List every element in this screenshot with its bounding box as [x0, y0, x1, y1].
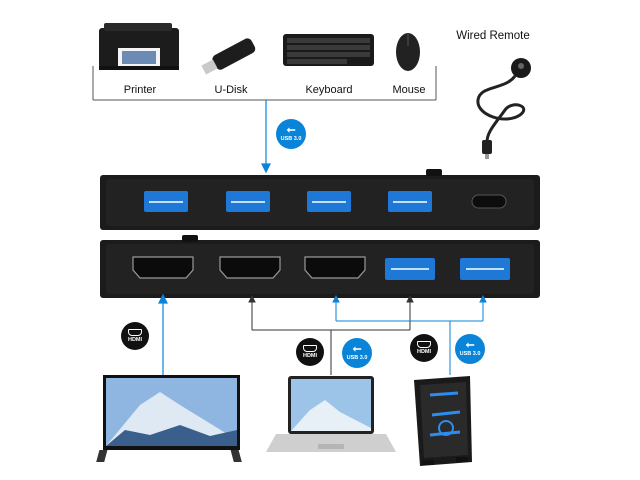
- tv-icon: [96, 375, 242, 462]
- usb-trident-icon: ⭠: [352, 343, 362, 355]
- udisk-label: U-Disk: [214, 84, 248, 96]
- usb3-badge: ⭠ USB 3.0: [342, 338, 372, 368]
- hdmi-port: [304, 256, 366, 279]
- peripheral-bracket: [92, 66, 437, 101]
- tv-link: [158, 293, 168, 375]
- switch-bottom-panel: [100, 235, 540, 298]
- usb3-badge: ⭠ USB 3.0: [455, 334, 485, 364]
- usb-trident-icon: ⭠: [465, 339, 475, 351]
- usb-port: [144, 191, 188, 212]
- wired-remote-icon: [476, 58, 531, 159]
- printer-label: Printer: [123, 84, 157, 96]
- laptop-icon: [266, 376, 396, 452]
- usb-port: [388, 191, 432, 212]
- usb-trident-icon: ⭠: [286, 124, 296, 136]
- printer-icon: [99, 23, 179, 70]
- keyboard-label: Keyboard: [305, 84, 353, 96]
- hdmi-port: [132, 256, 194, 279]
- hdmi-badge: HDMI: [121, 322, 149, 350]
- usb-port: [385, 258, 435, 280]
- usb-port: [307, 191, 351, 212]
- hdmi-badge: HDMI: [410, 334, 438, 362]
- mouse-label: Mouse: [392, 84, 426, 96]
- hdmi-plug-icon: [128, 328, 142, 336]
- mouse-icon: [396, 33, 420, 71]
- usb-port: [226, 191, 270, 212]
- udisk-icon: [201, 38, 256, 75]
- usb-port: [460, 258, 510, 280]
- pc-links: [332, 294, 487, 375]
- laptop-links: [248, 294, 414, 375]
- hdmi-badge: HDMI: [296, 338, 324, 366]
- hdmi-port: [219, 256, 281, 279]
- wired-remote-label: Wired Remote: [456, 30, 530, 42]
- pc-tower-icon: [414, 376, 472, 466]
- hdmi-plug-icon: [303, 344, 317, 352]
- keyboard-icon: [283, 34, 374, 66]
- arrow-to-switch: [261, 100, 271, 174]
- hdmi-plug-icon: [417, 340, 431, 348]
- usb-c-port: [471, 194, 507, 209]
- usb3-badge: ⭠ USB 3.0: [276, 119, 306, 149]
- switch-top-panel: [100, 169, 540, 230]
